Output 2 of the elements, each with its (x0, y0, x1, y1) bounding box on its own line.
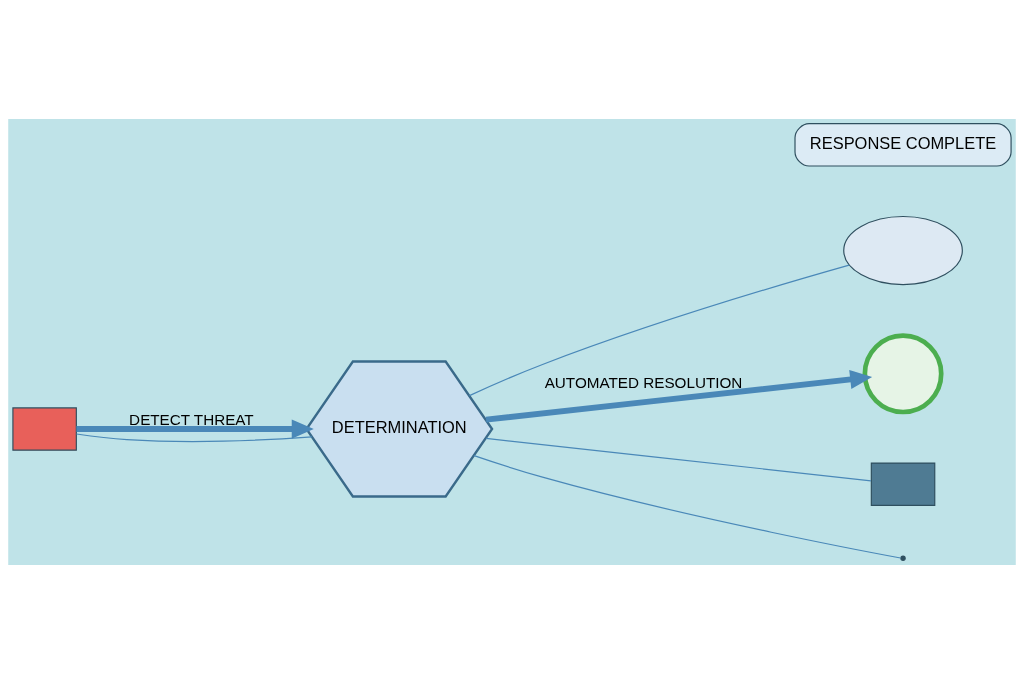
edge-label: AUTOMATED RESOLUTION (544, 373, 743, 391)
edge-label: DETECT THREAT (129, 410, 254, 428)
